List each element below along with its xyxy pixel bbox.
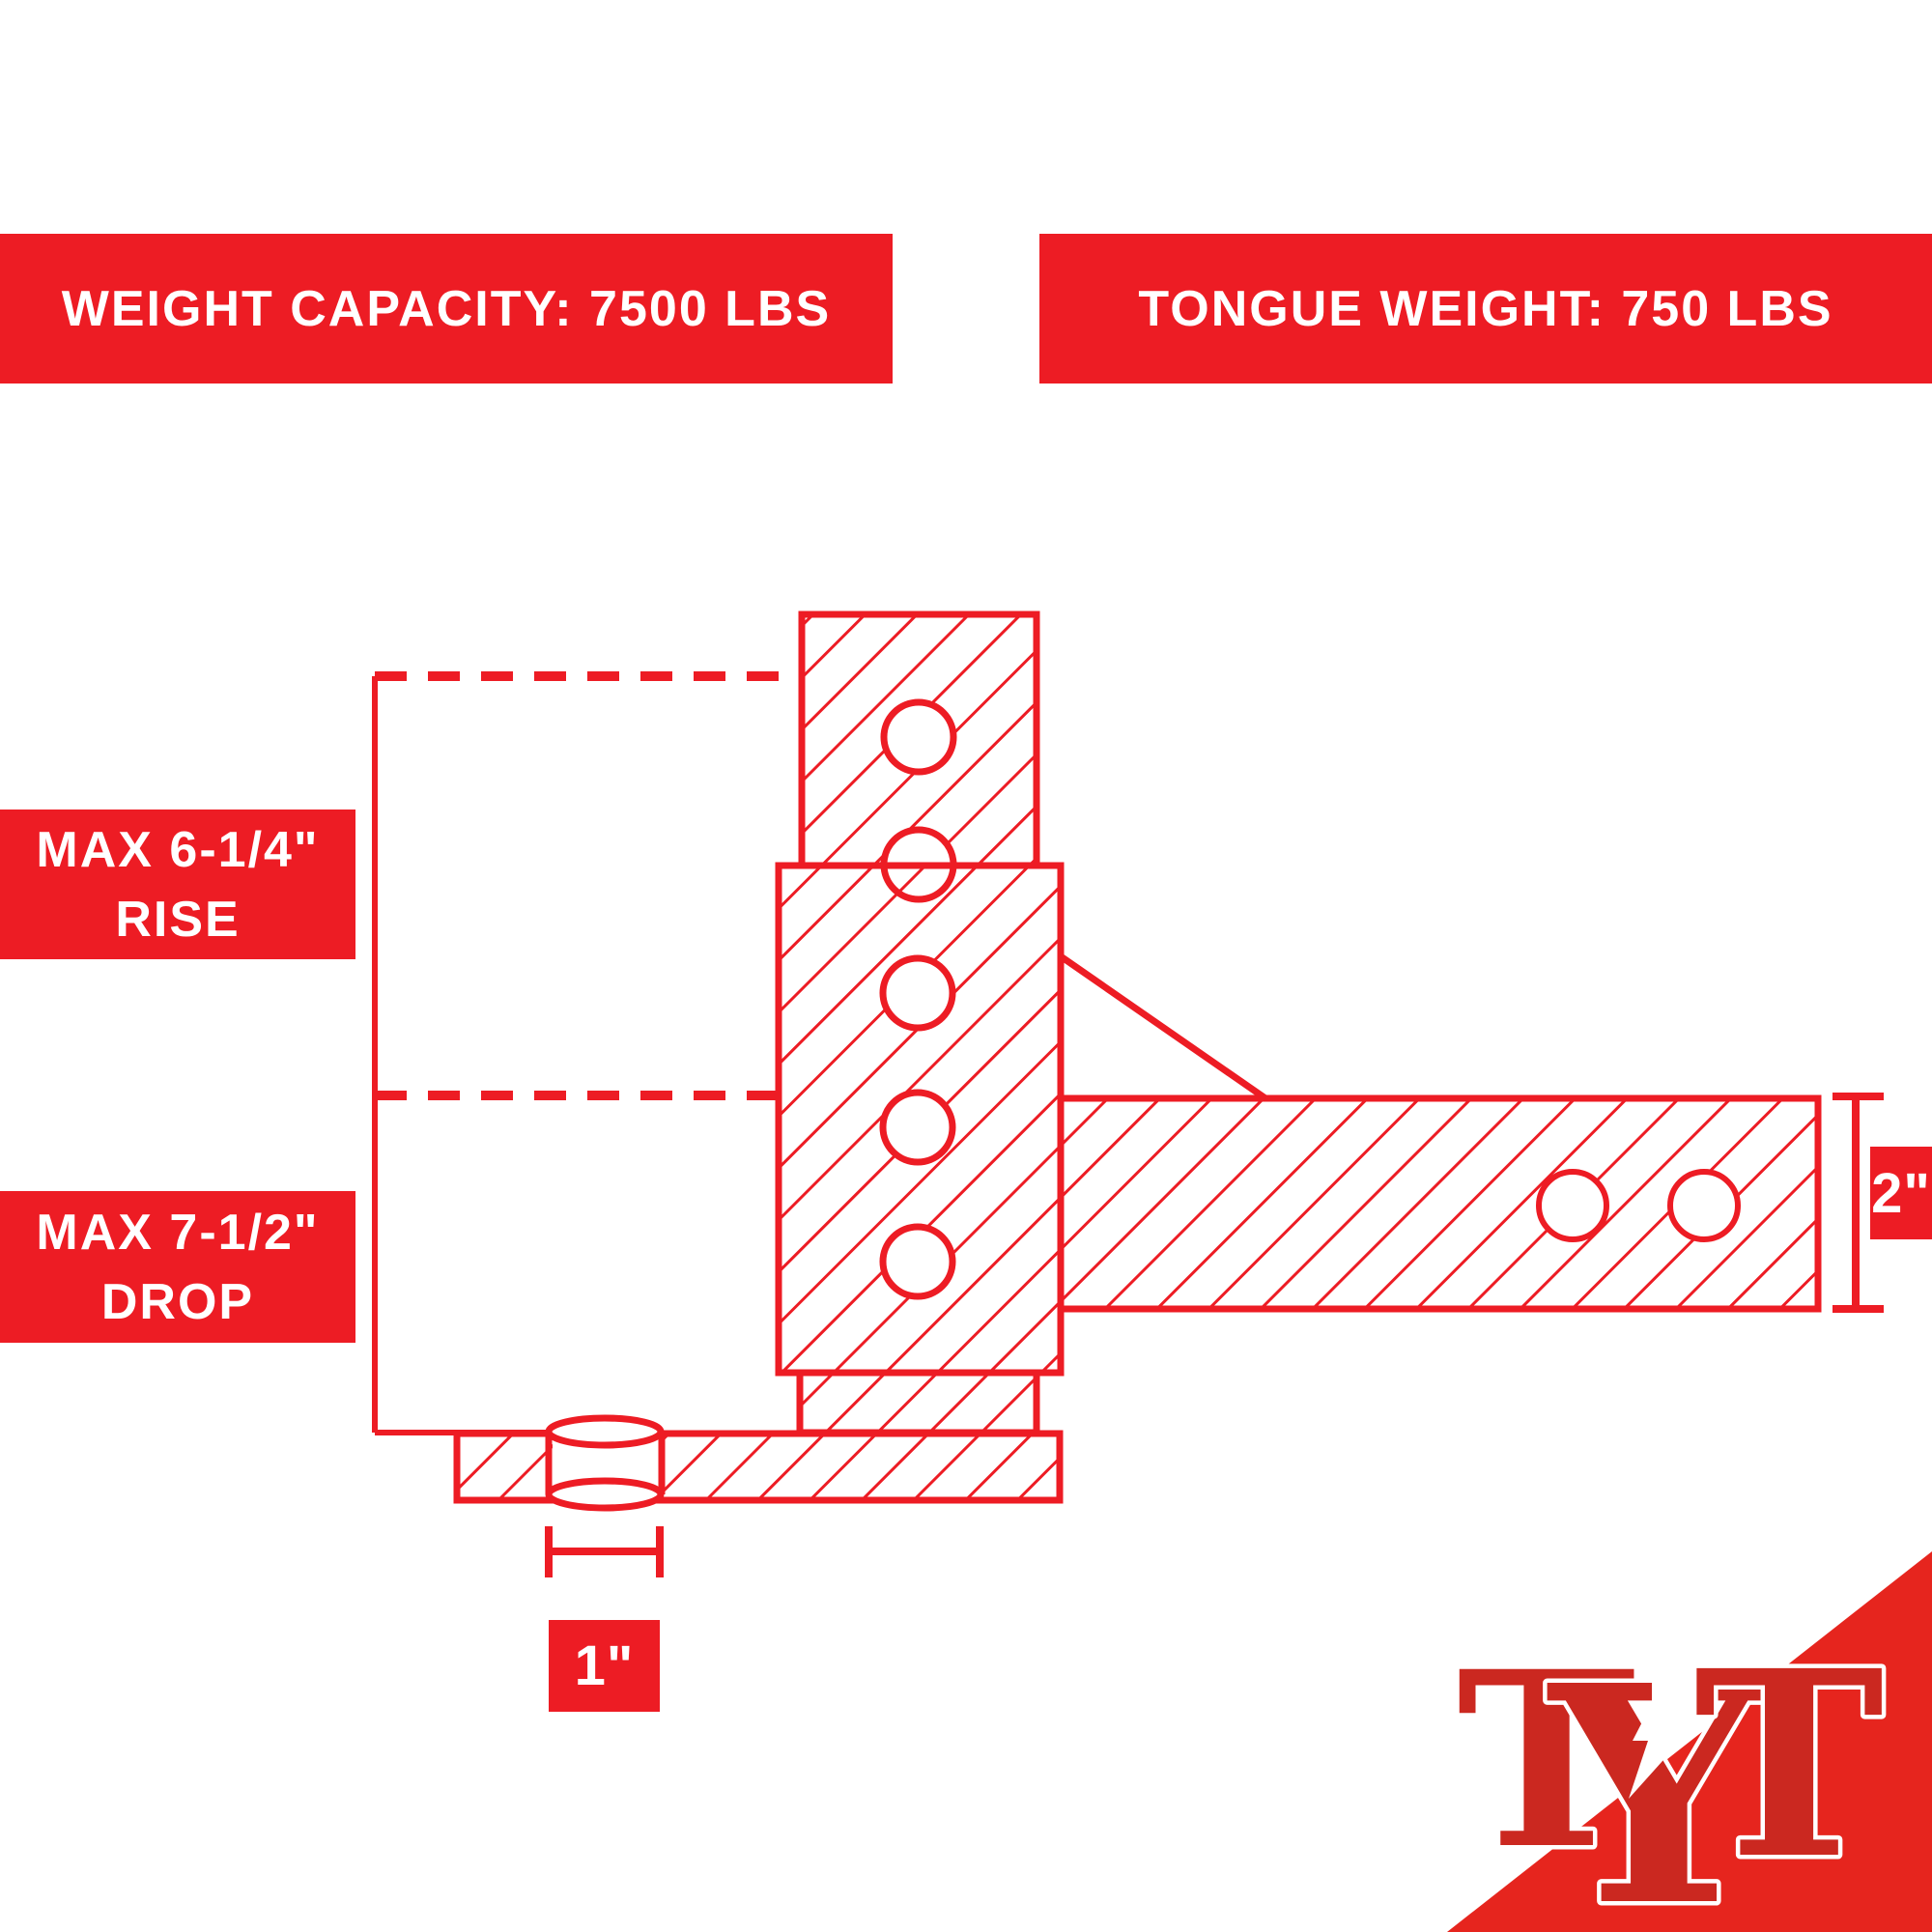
adjustment-hole xyxy=(879,1089,956,1166)
top-channel-column xyxy=(798,611,1040,903)
adjustment-hole xyxy=(879,954,956,1032)
logo-letter-y: Y xyxy=(1546,1621,1771,1932)
ball-hole-dimension xyxy=(545,1526,664,1577)
pin-hole xyxy=(1536,1169,1609,1242)
max-rise-value: MAX 6-1/4" xyxy=(36,821,320,878)
ball-shank-cylinder xyxy=(545,1414,666,1512)
adjustment-hole xyxy=(880,698,957,776)
logo-letter-t2: T xyxy=(1693,1615,1884,1916)
ball-hole-width-value: 1" xyxy=(574,1634,635,1697)
column-collar xyxy=(796,1369,1040,1436)
max-rise-label: RISE xyxy=(115,891,241,948)
weight-capacity-banner: WEIGHT CAPACITY: 7500 LBS xyxy=(0,234,893,384)
pin-hole xyxy=(1667,1169,1741,1242)
tongue-weight-text: TONGUE WEIGHT: 750 LBS xyxy=(1138,280,1833,337)
logo-triangle xyxy=(1447,1551,1932,1932)
ball-hole-width-label: 1" xyxy=(549,1620,660,1712)
rise-drop-dimension-bracket xyxy=(372,671,802,1435)
tyt-logo: T Y T xyxy=(1447,1551,1932,1932)
shank-height-label: 2" xyxy=(1870,1147,1932,1239)
gusset-line xyxy=(1059,953,1267,1101)
max-drop-value: MAX 7-1/2" xyxy=(36,1204,320,1261)
max-rise-banner: MAX 6-1/4" RISE xyxy=(0,810,355,959)
weight-capacity-text: WEIGHT CAPACITY: 7500 LBS xyxy=(61,280,832,337)
main-slider-column xyxy=(775,862,1065,1377)
logo-letter-t1: T xyxy=(1457,1618,1636,1902)
shank-height-dimension xyxy=(1833,1093,1884,1313)
hitch-shank xyxy=(1057,953,1822,1313)
shank-height-value: 2" xyxy=(1871,1161,1931,1225)
logo-lightning-bolt-icon xyxy=(1629,1681,1695,1799)
max-drop-banner: MAX 7-1/2" DROP xyxy=(0,1191,355,1343)
max-drop-label: DROP xyxy=(100,1273,255,1330)
adjustment-hole xyxy=(879,1223,956,1300)
tongue-weight-banner: TONGUE WEIGHT: 750 LBS xyxy=(1039,234,1932,384)
